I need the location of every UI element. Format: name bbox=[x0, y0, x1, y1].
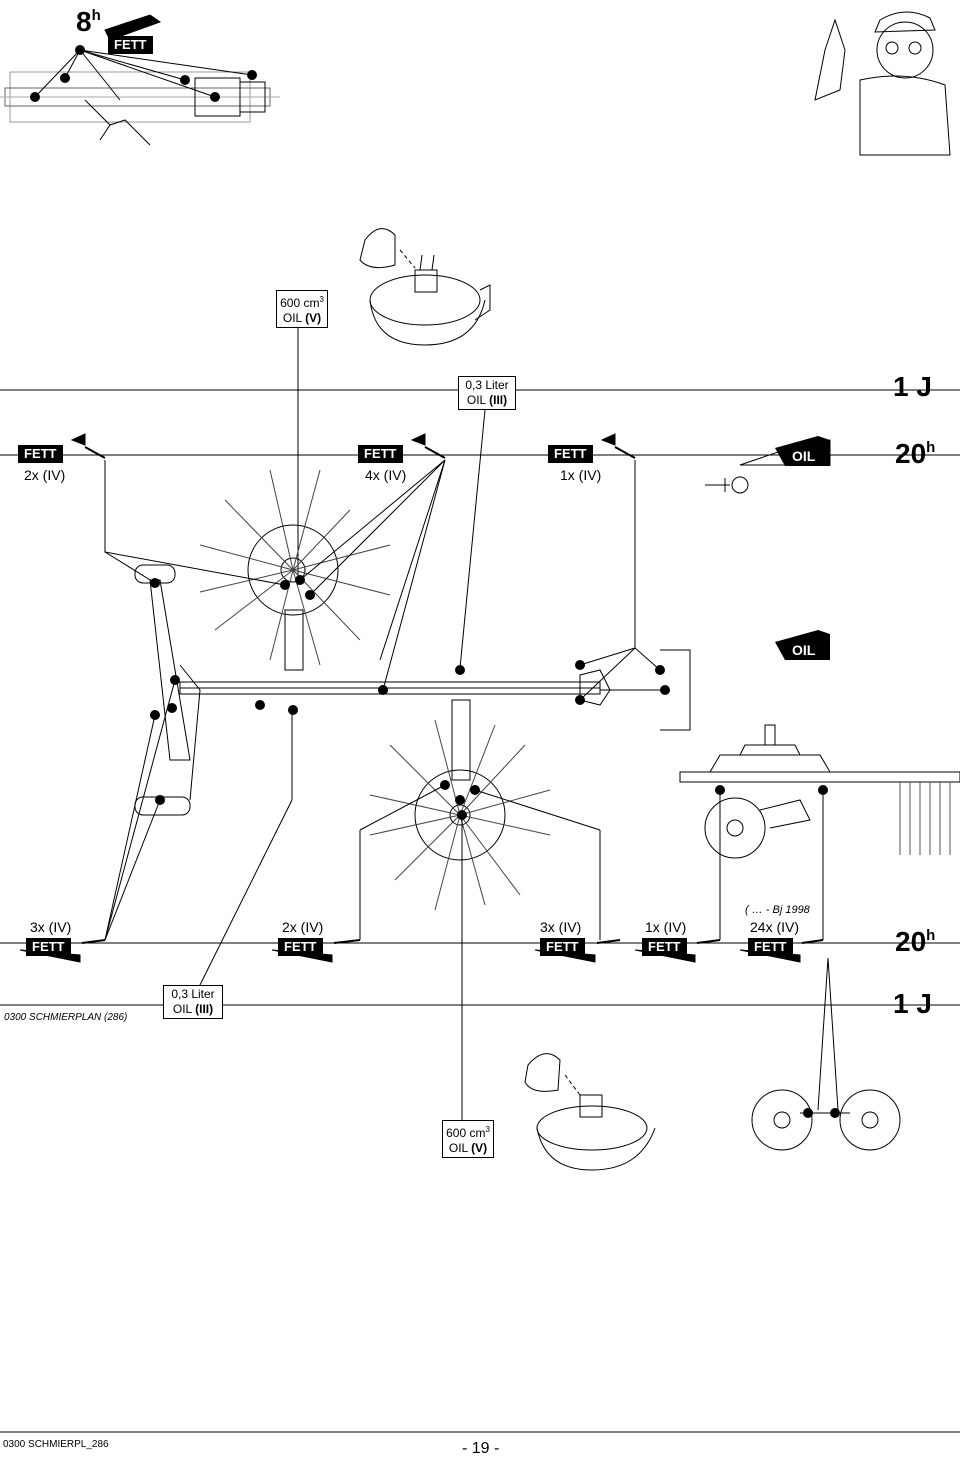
oil-box-lower-gearbox-type: OIL bbox=[448, 1141, 468, 1155]
wheel-assembly-drawing bbox=[751, 957, 901, 1151]
oil-box-lower-arm-type: OIL bbox=[172, 1002, 192, 1016]
oil-box-lower-gearbox-grade-text: (V) bbox=[471, 1141, 488, 1155]
lower-interval-hours-unit: h bbox=[926, 927, 936, 944]
lower-grease-count-4: 1x (IV) bbox=[645, 919, 687, 935]
oil-box-upper-arm: 0,3 Liter OIL (III) bbox=[458, 376, 516, 410]
upper-interval-hours-unit: h bbox=[926, 439, 936, 456]
oil-box-lower-gearbox-amount: 600 cm3 bbox=[446, 1122, 490, 1141]
interval-8h-unit: h bbox=[91, 7, 101, 24]
interval-8h-value: 8 bbox=[76, 6, 92, 37]
oil-box-upper-gearbox-grade: OIL (V) bbox=[280, 311, 324, 326]
oil-box-lower-gearbox: 600 cm3 OIL (V) bbox=[442, 1120, 494, 1158]
interval-8h: 8h bbox=[76, 8, 101, 36]
upper-interval-hours: 20h bbox=[895, 440, 935, 468]
lower-rotor-drawing bbox=[369, 699, 551, 911]
lower-gearbox-drawing bbox=[524, 1053, 656, 1171]
main-frame-drawing bbox=[134, 564, 691, 816]
footer-page-number: - 19 - bbox=[462, 1440, 500, 1457]
lower-grease-count-5: 24x (IV) bbox=[750, 919, 800, 935]
lower-grease-label-5: FETT bbox=[748, 938, 793, 956]
upper-rotor-drawing bbox=[199, 469, 391, 671]
upper-grease-count-3: 1x (IV) bbox=[560, 467, 602, 483]
oil-box-lower-arm: 0,3 Liter OIL (III) bbox=[163, 985, 223, 1019]
oil-can-label-lower: OIL bbox=[792, 642, 816, 658]
upper-interval-year: 1 J bbox=[893, 371, 932, 402]
oil-can-label-upper: OIL bbox=[792, 448, 816, 464]
oil-box-lower-gearbox-grade: OIL (V) bbox=[446, 1141, 490, 1156]
side-code: 0300 SCHMIERPLAN (286) bbox=[4, 1012, 128, 1023]
oil-box-upper-arm-amount: 0,3 Liter bbox=[465, 378, 509, 392]
upper-grease-count-1: 2x (IV) bbox=[24, 467, 66, 483]
oil-box-upper-gearbox-type: OIL bbox=[282, 311, 302, 325]
lower-grease-note-5: ( … - Bj 1998 bbox=[745, 904, 810, 916]
oil-box-upper-arm-grade-text: (III) bbox=[489, 393, 508, 407]
oil-box-upper-gearbox-sup: 3 bbox=[319, 295, 324, 304]
oil-box-lower-gearbox-sup: 3 bbox=[485, 1125, 490, 1134]
lower-grease-label-4: FETT bbox=[642, 938, 687, 956]
grease-gun-icons bbox=[19, 14, 824, 963]
oil-box-upper-gearbox-amount-text: 600 cm bbox=[280, 296, 320, 310]
oil-box-lower-arm-amount: 0,3 Liter bbox=[171, 987, 215, 1001]
oil-box-lower-arm-grade: OIL (III) bbox=[167, 1002, 219, 1017]
rotor-side-view-drawing bbox=[679, 724, 960, 859]
oil-box-lower-gearbox-amount-text: 600 cm bbox=[446, 1126, 486, 1140]
lower-grease-count-1: 3x (IV) bbox=[30, 919, 72, 935]
top-grease-label: FETT bbox=[108, 36, 153, 54]
oil-box-upper-gearbox: 600 cm3 OIL (V) bbox=[276, 290, 328, 328]
lower-grease-count-2: 2x (IV) bbox=[282, 919, 324, 935]
upper-interval-hours-value: 20 bbox=[895, 438, 927, 469]
upper-grease-label-1: FETT bbox=[18, 445, 63, 463]
lower-grease-label-2: FETT bbox=[278, 938, 323, 956]
oil-can-icons bbox=[775, 436, 830, 660]
upper-grease-label-2: FETT bbox=[358, 445, 403, 463]
mechanic-illustration bbox=[814, 11, 951, 156]
lower-grease-count-3: 3x (IV) bbox=[540, 919, 582, 935]
footer-doc-code: 0300 SCHMIERPL_286 bbox=[3, 1439, 109, 1450]
grease-leader-lines bbox=[104, 459, 824, 941]
oil-box-lower-arm-grade-text: (III) bbox=[195, 1002, 214, 1016]
pto-shaft-drawing bbox=[0, 49, 280, 146]
lower-interval-hours-value: 20 bbox=[895, 926, 927, 957]
lower-grease-label-3: FETT bbox=[540, 938, 585, 956]
oil-box-upper-gearbox-grade-text: (V) bbox=[305, 311, 322, 325]
oil-box-upper-gearbox-amount: 600 cm3 bbox=[280, 292, 324, 311]
oil-box-upper-arm-type: OIL bbox=[466, 393, 486, 407]
lubrication-points bbox=[30, 45, 840, 1118]
upper-grease-count-2: 4x (IV) bbox=[365, 467, 407, 483]
lower-grease-label-1: FETT bbox=[26, 938, 71, 956]
lower-interval-hours: 20h bbox=[895, 928, 935, 956]
lower-interval-year: 1 J bbox=[893, 988, 932, 1019]
upper-gearbox-drawing bbox=[359, 228, 491, 346]
upper-grease-label-3: FETT bbox=[548, 445, 593, 463]
oil-box-upper-arm-grade: OIL (III) bbox=[462, 393, 512, 408]
